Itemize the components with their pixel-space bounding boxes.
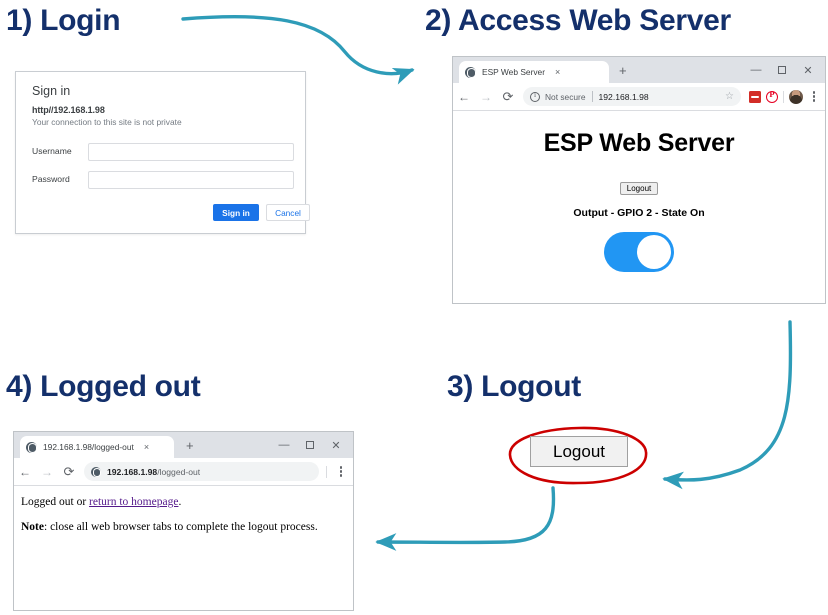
window-controls-loggedout: — ✕ (271, 432, 349, 458)
step-2-heading: 2) Access Web Server (425, 4, 731, 37)
browser-tab-esp[interactable]: ESP Web Server × (459, 61, 609, 83)
browser-toolbar-loggedout: ← → ⟳ 192.168.1.98/logged-out (14, 458, 353, 486)
minimize-icon: — (278, 438, 290, 451)
toolbar-divider (326, 465, 327, 478)
close-icon: ✕ (803, 64, 813, 77)
signin-dialog: Sign in http//192.168.1.98 Your connecti… (15, 71, 310, 234)
page-content-loggedout: Logged out or return to homepage. Note: … (14, 486, 353, 610)
globe-icon (91, 466, 101, 477)
avatar[interactable] (789, 89, 803, 104)
browser-tab-loggedout[interactable]: 192.168.1.98/logged-out × (20, 436, 174, 458)
info-icon[interactable] (530, 90, 540, 102)
globe-favicon-icon (465, 66, 476, 78)
step-1-heading: 1) Login (6, 4, 121, 37)
tab-close-icon[interactable]: × (555, 67, 561, 77)
kebab-menu-icon[interactable] (808, 91, 822, 102)
maximize-icon (778, 66, 786, 74)
esp-page-heading: ESP Web Server (543, 129, 735, 157)
signin-dialog-url: http//192.168.1.98 (32, 105, 105, 115)
minimize-icon: — (750, 63, 762, 76)
toolbar-divider (783, 90, 784, 103)
back-button[interactable]: ← (19, 464, 31, 479)
address-bar-url-loggedout: 192.168.1.98/logged-out (107, 467, 200, 477)
star-icon[interactable]: ☆ (725, 91, 734, 102)
back-button[interactable]: ← (458, 89, 470, 104)
signin-dialog-warning: Your connection to this site is not priv… (32, 117, 182, 127)
reload-button[interactable]: ⟳ (502, 88, 514, 104)
window-maximize-button[interactable] (297, 432, 323, 458)
security-label: Not secure (545, 91, 586, 102)
signin-cancel-button[interactable]: Cancel (266, 204, 310, 221)
toggle-knob (637, 235, 671, 269)
username-label: Username (32, 146, 72, 156)
browser-titlebar-esp: ESP Web Server × + — ✕ (453, 57, 825, 83)
password-input[interactable] (88, 171, 294, 189)
browser-window-loggedout: 192.168.1.98/logged-out × + — ✕ ← → ⟳ 19… (13, 431, 354, 611)
globe-favicon-icon (26, 441, 37, 453)
username-row: Username (32, 143, 294, 161)
browser-tab-title-loggedout: 192.168.1.98/logged-out (43, 442, 134, 452)
esp-logout-button[interactable]: Logout (619, 182, 659, 195)
kebab-menu-icon[interactable] (335, 466, 349, 477)
arrow-2-webserver-to-logout (662, 320, 793, 490)
new-tab-button[interactable]: + (186, 438, 194, 453)
reload-button[interactable]: ⟳ (63, 463, 75, 479)
tab-close-icon[interactable]: × (143, 442, 150, 452)
username-input[interactable] (88, 143, 294, 161)
omnibox-divider (591, 91, 593, 102)
signin-dialog-title: Sign in (32, 84, 71, 98)
arrow-3-logout-to-loggedout (375, 486, 556, 551)
address-bar-esp[interactable]: Not secure 192.168.1.98 ☆ (523, 87, 741, 106)
gpio-toggle-switch[interactable] (604, 232, 674, 272)
forward-button: → (480, 89, 492, 104)
address-bar-loggedout[interactable]: 192.168.1.98/logged-out (84, 462, 319, 481)
new-tab-button[interactable]: + (619, 63, 627, 78)
arrow-1-login-to-webserver (181, 14, 415, 85)
url-path: /logged-out (157, 466, 201, 477)
logged-out-suffix: . (178, 496, 182, 508)
password-row: Password (32, 171, 294, 189)
window-maximize-button[interactable] (769, 57, 795, 83)
signin-submit-button[interactable]: Sign in (213, 204, 259, 221)
browser-tab-title-esp: ESP Web Server (482, 67, 545, 77)
close-icon: ✕ (331, 439, 341, 452)
logged-out-line-2: Note: close all web browser tabs to comp… (21, 521, 353, 533)
step-4-heading: 4) Logged out (6, 370, 201, 403)
browser-toolbar-esp: ← → ⟳ Not secure 192.168.1.98 ☆ (453, 83, 825, 111)
password-label: Password (32, 174, 70, 184)
note-label: Note (21, 521, 44, 533)
logout-callout-button[interactable]: Logout (530, 436, 628, 467)
maximize-icon (306, 441, 314, 449)
window-minimize-button[interactable]: — (743, 57, 769, 83)
lastpass-icon[interactable] (749, 90, 761, 103)
address-bar-url-esp: 192.168.1.98 (598, 91, 649, 102)
step-3-heading: 3) Logout (447, 370, 581, 403)
extension-icons (746, 89, 825, 104)
browser-titlebar-loggedout: 192.168.1.98/logged-out × + — ✕ (14, 432, 353, 458)
return-to-homepage-link[interactable]: return to homepage (89, 496, 179, 508)
logged-out-line-1: Logged out or return to homepage. (21, 496, 353, 508)
logged-out-prefix: Logged out or (21, 496, 90, 508)
browser-window-esp: ESP Web Server × + — ✕ ← → ⟳ Not secure … (452, 56, 826, 304)
pinterest-icon[interactable] (766, 89, 778, 103)
window-close-button[interactable]: ✕ (323, 432, 349, 458)
page-content-esp: ESP Web Server Logout Output - GPIO 2 - … (453, 111, 825, 303)
window-close-button[interactable]: ✕ (795, 57, 821, 83)
note-text: : close all web browser tabs to complete… (44, 521, 318, 533)
esp-output-state-text: Output - GPIO 2 - State On (573, 207, 705, 219)
window-minimize-button[interactable]: — (271, 432, 297, 458)
window-controls-esp: — ✕ (743, 57, 821, 83)
forward-button: → (41, 464, 53, 479)
url-host: 192.168.1.98 (107, 466, 158, 477)
